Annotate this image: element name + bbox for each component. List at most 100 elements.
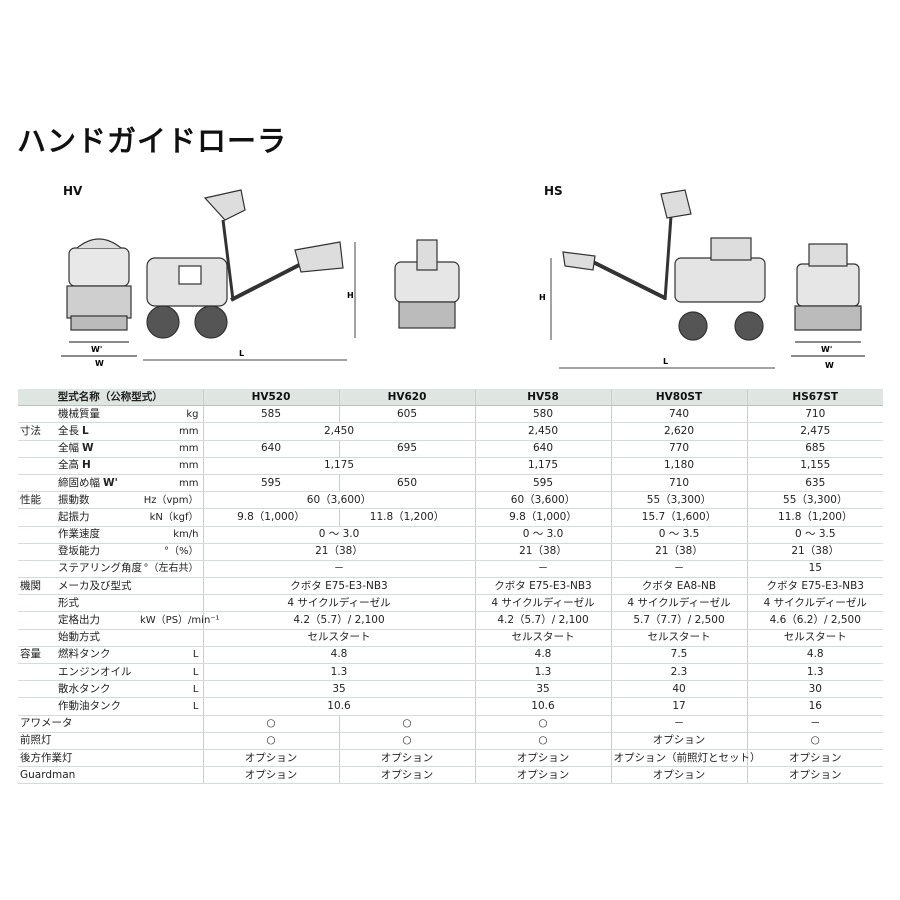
row-item-label: 定格出力: [58, 614, 100, 627]
row-item-symbol: W: [82, 442, 94, 455]
row-item-label: 燃料タンク: [58, 648, 111, 661]
hv-front-w-label: W: [95, 359, 104, 368]
spec-cell: 2,450: [202, 422, 475, 441]
row-unit: L: [138, 680, 203, 699]
hs-l-label: L: [663, 357, 668, 366]
row-unit: kg: [138, 405, 203, 424]
row-item: 登坂能力: [56, 543, 138, 561]
spec-cell: ○: [202, 732, 339, 750]
spec-cell: 4 サイクルディーゼル: [746, 594, 883, 613]
spec-cell: 580: [474, 405, 611, 424]
row-item: 定格出力: [56, 611, 138, 630]
row-item-label: 全高: [58, 459, 79, 472]
spec-cell: 7.5: [610, 645, 747, 665]
spec-cell: 60（3,600）: [202, 491, 475, 510]
spec-cell: 640: [202, 440, 339, 458]
spec-cell: クボタ E75-E3-NB3: [746, 577, 883, 596]
spec-cell: オプション: [338, 749, 475, 768]
row-category: [18, 508, 56, 527]
spec-cell: 1.3: [202, 663, 475, 682]
row-category: [18, 611, 56, 630]
spec-cell: オプション: [474, 749, 611, 768]
header-row: 型式名称（公称型式） HV520 HV620 HV58 HV80ST HS67S…: [18, 389, 883, 407]
row-unit: °（左右共）: [138, 560, 203, 579]
spec-cell: 585: [202, 405, 339, 424]
spec-cell: 55（3,300）: [610, 491, 747, 510]
row-unit: [138, 629, 203, 647]
row-item: 始動方式: [56, 629, 138, 647]
row-label: Guardman: [18, 766, 203, 785]
header-model: HV620: [338, 389, 475, 407]
row-label: 前照灯: [18, 732, 203, 750]
spec-cell: 35: [474, 680, 611, 699]
spec-cell: 11.8（1,200）: [338, 508, 475, 527]
row-unit: L: [138, 663, 203, 682]
spec-cell: －: [746, 714, 883, 733]
spec-cell: オプション: [610, 766, 747, 785]
hv-label: HV: [63, 184, 83, 198]
spec-cell: 0 ～ 3.5: [610, 526, 747, 544]
row-item-label: ステアリング角度: [58, 562, 142, 575]
spec-cell: オプション: [338, 766, 475, 785]
row-item: エンジンオイル: [56, 663, 138, 682]
hv-illustration: W' W L H: [61, 189, 460, 368]
spec-cell: 55（3,300）: [746, 491, 883, 510]
spec-cell: ○: [746, 732, 883, 750]
spec-cell: 30: [746, 680, 883, 699]
spec-cell: 4.8: [746, 645, 883, 665]
spec-cell: 21（38）: [610, 543, 747, 561]
spec-cell: 710: [610, 474, 747, 493]
row-category: [18, 543, 56, 561]
row-unit: mm: [138, 422, 203, 441]
row-item-label: 振動数: [58, 493, 90, 506]
spec-cell: 17: [610, 697, 747, 716]
hv-front-w2-label: W': [91, 345, 102, 354]
spec-cell: 4 サイクルディーゼル: [610, 594, 747, 613]
spec-cell: オプション（前照灯とセット）: [610, 749, 761, 768]
row-category: [18, 474, 56, 493]
spec-cell: 605: [338, 405, 475, 424]
spec-cell: －: [474, 560, 611, 579]
spec-cell: 1,155: [746, 457, 883, 475]
spec-cell: 1.3: [746, 663, 883, 682]
spec-cell: 2,475: [746, 422, 883, 441]
hv-h-label: H: [347, 291, 354, 300]
spec-cell: クボタ E75-E3-NB3: [474, 577, 611, 596]
spec-cell: 21（38）: [746, 543, 883, 561]
row-unit: °（%）: [138, 543, 203, 561]
row-item: 機械質量: [56, 405, 138, 424]
spec-row-grade: 登坂能力°（%）21（38）21（38）21（38）21（38）: [18, 543, 883, 561]
spec-cell: 635: [746, 474, 883, 493]
spec-cell: 4.8: [202, 645, 475, 665]
row-unit: [138, 577, 203, 596]
row-item-label: 全長: [58, 424, 79, 437]
spec-cell: ○: [338, 714, 475, 733]
row-category: [18, 594, 56, 613]
spec-cell: 35: [202, 680, 475, 699]
row-unit: mm: [138, 440, 203, 458]
spec-cell: オプション: [610, 732, 747, 750]
row-unit: Hz（vpm）: [138, 491, 203, 510]
row-category: [18, 560, 56, 579]
spec-cell: クボタ EA8-NB: [610, 577, 747, 596]
spec-cell: 9.8（1,000）: [474, 508, 611, 527]
row-item: 起振力: [56, 508, 138, 527]
row-item-label: メーカ及び型式: [58, 579, 132, 592]
spec-cell: 60（3,600）: [474, 491, 611, 510]
spec-cell: オプション: [202, 766, 339, 785]
spec-cell: ○: [474, 714, 611, 733]
row-item: 振動数: [56, 491, 138, 510]
header-model: HV520: [202, 389, 339, 407]
spec-cell: セルスタート: [610, 629, 747, 647]
row-category: [18, 457, 56, 475]
row-category: 機関: [18, 577, 56, 596]
